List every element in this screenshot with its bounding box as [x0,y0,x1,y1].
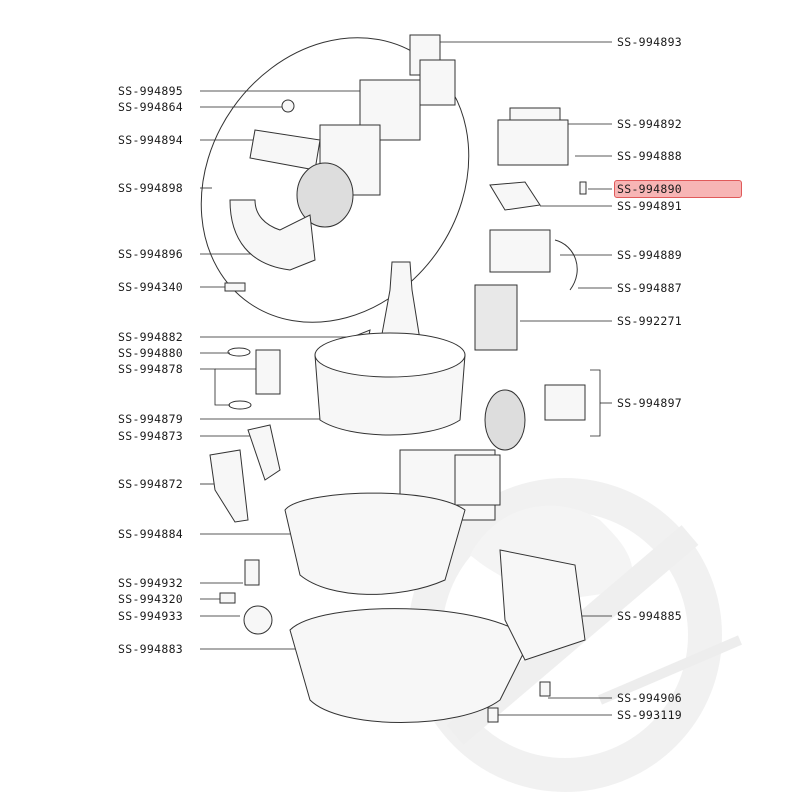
part-label-ss-994882[interactable]: SS-994882 [118,330,184,344]
part-label-ss-994884[interactable]: SS-994884 [118,527,184,541]
parts [200,34,587,723]
part-handle-bottom [209,449,249,523]
part-label-ss-994879[interactable]: SS-994879 [118,412,184,426]
part-label-ss-994887[interactable]: SS-994887 [617,281,683,295]
part-label-ss-994893[interactable]: SS-994893 [617,35,683,49]
part-label-ss-994888[interactable]: SS-994888 [617,149,683,163]
part-label-ss-994894[interactable]: SS-994894 [118,133,184,147]
part-label-ss-994873[interactable]: SS-994873 [118,429,184,443]
part-electronics-box [497,119,569,166]
part-label-ss-994890-highlighted[interactable]: SS-994890 [614,180,742,198]
part-grid-filter [489,181,541,211]
part-cable [554,239,578,291]
part-label-ss-994864[interactable]: SS-994864 [118,100,184,114]
part-base-upper [284,492,466,595]
part-fan-motor [484,384,586,451]
part-side-cover [499,549,586,661]
part-label-ss-992271[interactable]: SS-992271 [617,314,683,328]
part-connector-2 [487,707,499,723]
part-label-ss-994896[interactable]: SS-994896 [118,247,184,261]
part-small-pin [579,181,587,195]
part-label-ss-994906[interactable]: SS-994906 [617,691,683,705]
leader-lines [200,41,612,716]
part-label-ss-994932[interactable]: SS-994932 [118,576,184,590]
part-small-knob [281,99,295,113]
part-label-ss-994898[interactable]: SS-994898 [118,181,184,195]
part-label-ss-994878[interactable]: SS-994878 [118,362,184,376]
part-small-clip [224,282,246,292]
part-label-ss-994889[interactable]: SS-994889 [617,248,683,262]
part-label-ss-994892[interactable]: SS-994892 [617,117,683,131]
part-top-cap [509,107,561,121]
part-label-ss-994880[interactable]: SS-994880 [118,346,184,360]
part-fan-top [296,162,354,228]
part-curved-shield [229,199,316,271]
part-label-ss-993119[interactable]: SS-993119 [617,708,683,722]
part-label-ss-994872[interactable]: SS-994872 [118,477,184,491]
part-bracket-small [219,592,236,604]
part-motor-gear [243,605,273,635]
part-heating-plate [249,129,321,171]
part-control-panel [489,229,551,273]
part-handle-top [247,424,281,481]
part-seal-ring-top [227,347,251,357]
part-cooking-pan [314,332,466,436]
part-label-ss-994891[interactable]: SS-994891 [617,199,683,213]
part-label-ss-994897[interactable]: SS-994897 [617,396,683,410]
part-label-ss-994933[interactable]: SS-994933 [118,609,184,623]
part-label-ss-994320[interactable]: SS-994320 [118,592,184,606]
part-connector-1 [539,681,551,697]
part-label-ss-994885[interactable]: SS-994885 [617,609,683,623]
part-label-ss-994883[interactable]: SS-994883 [118,642,184,656]
part-mesh-filter [474,284,518,351]
part-seal-ring-bottom [228,400,252,410]
part-label-ss-994340[interactable]: SS-994340 [118,280,184,294]
part-label-ss-994895[interactable]: SS-994895 [118,84,184,98]
part-filter-cup [255,349,281,395]
part-thermostat [244,559,260,586]
